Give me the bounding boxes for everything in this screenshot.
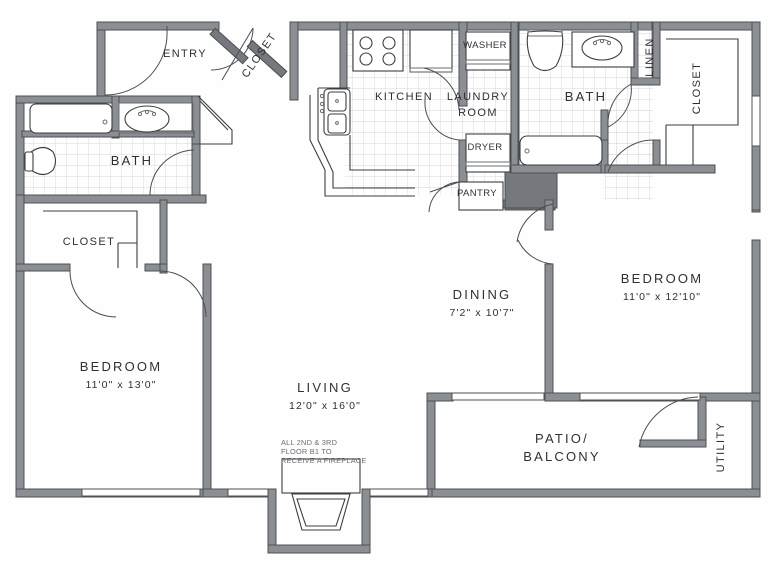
room-label-bedroom-2: BEDROOM	[621, 271, 704, 286]
window-dining	[451, 392, 545, 401]
room-label-patio: PATIO/	[535, 431, 589, 446]
bathtub-second	[29, 103, 113, 134]
closet-shelving	[43, 210, 138, 268]
laundry-appliances	[458, 31, 511, 211]
room-label-living: LIVING	[297, 380, 353, 395]
note-fireplace-note-line-0: ALL 2ND & 3RD	[281, 438, 337, 447]
window-bedroom1-a	[81, 488, 201, 497]
room-label-patio2: BALCONY	[523, 449, 601, 464]
room-label-dining: DINING	[453, 287, 512, 302]
vanity-counter-master	[571, 31, 635, 68]
room-label-kitchen: KITCHEN	[375, 91, 433, 103]
window-bedroom2-bottom	[579, 392, 701, 401]
door-swings	[69, 26, 699, 448]
kitchen-fixtures	[309, 29, 453, 197]
pantry-shelf	[458, 181, 504, 211]
room-label-entry: ENTRY	[163, 48, 207, 60]
room-label-bath-second: BATH	[111, 153, 154, 168]
room-label-washer: WASHER	[463, 40, 507, 51]
toilet-master	[526, 30, 564, 72]
room-label-dryer: DRYER	[467, 142, 502, 153]
room-dimensions-dining: 7'2" x 10'7"	[450, 307, 515, 319]
window-bedroom1-b	[227, 488, 269, 497]
windows	[81, 95, 761, 497]
bathtub-master	[519, 135, 603, 166]
room-label-utility: UTILITY	[715, 422, 727, 473]
room-dimensions-bedroom-2: 11'0" x 12'10"	[623, 291, 701, 303]
room-dimensions-living: 12'0" x 16'0"	[289, 400, 361, 412]
room-label-laundry: LAUNDRY	[447, 91, 509, 103]
master-bath-fixtures	[519, 29, 739, 166]
room-label-pantry: PANTRY	[457, 188, 497, 199]
room-dimensions-bedroom-1: 11'0" x 13'0"	[85, 379, 156, 391]
vanity-sink-second	[124, 105, 170, 133]
window-bedroom2-right	[751, 95, 761, 147]
toilet-second	[30, 146, 57, 176]
room-label-bath-master: BATH	[565, 89, 608, 104]
room-label-laundry2: ROOM	[458, 107, 498, 119]
note-fireplace-note-line-2: RECEIVE A FIREPLACE	[281, 456, 367, 465]
kitchen-sink	[323, 88, 351, 136]
second-bath-fixtures	[24, 102, 194, 176]
window-living	[369, 488, 429, 497]
note-fireplace-note-line-1: FLOOR B1 TO	[281, 447, 332, 456]
room-label-closet-bed1: CLOSET	[63, 236, 115, 248]
room-label-closet-master: CLOSET	[691, 62, 703, 114]
refrigerator	[409, 29, 453, 73]
range-cooktop	[352, 29, 404, 72]
room-label-linen: LINEN	[644, 37, 656, 76]
fireplace	[281, 458, 361, 531]
room-label-bedroom-1: BEDROOM	[80, 359, 163, 374]
